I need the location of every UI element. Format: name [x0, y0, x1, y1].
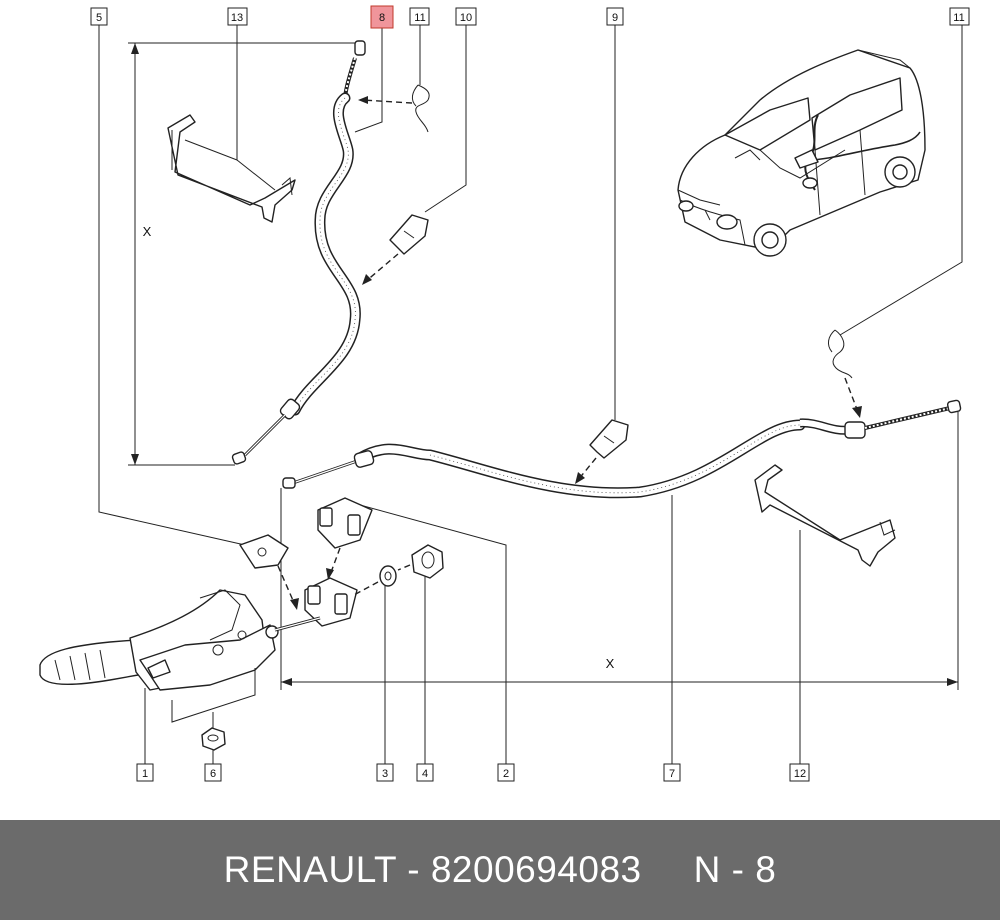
- bolt-part-6: [201, 712, 226, 751]
- callout-label-1[interactable]: 1: [136, 763, 154, 782]
- callout-label-10[interactable]: 10: [455, 7, 477, 26]
- dimension-vertical: [128, 42, 360, 466]
- dimension-vertical-label: X: [143, 224, 152, 239]
- clip-part-11-top: [358, 84, 430, 133]
- svg-text:4: 4: [422, 768, 428, 780]
- svg-text:11: 11: [953, 12, 964, 24]
- clip-part-9: [575, 419, 629, 484]
- callout-label-6[interactable]: 6: [204, 763, 222, 782]
- callout-label-7[interactable]: 7: [663, 763, 681, 782]
- svg-text:6: 6: [210, 768, 216, 780]
- svg-text:9: 9: [612, 12, 618, 24]
- bracket-part-12: [754, 464, 896, 567]
- callout-label-5[interactable]: 5: [90, 7, 108, 26]
- leader-lines: [98, 25, 963, 764]
- diagram-position: N - 8: [693, 849, 777, 890]
- vehicle-illustration: [677, 49, 926, 257]
- part-reference-footer: RENAULT - 8200694083 N - 8: [0, 820, 1000, 920]
- callout-label-2[interactable]: 2: [497, 763, 515, 782]
- bracket-part-13: [167, 114, 296, 223]
- front-cable-part-8: [231, 40, 366, 465]
- svg-text:12: 12: [794, 768, 806, 780]
- svg-text:1: 1: [142, 768, 148, 780]
- dimension-horizontal-label: X: [606, 656, 615, 671]
- callout-label-8-highlighted[interactable]: 8: [370, 5, 394, 29]
- svg-text:7: 7: [669, 768, 675, 780]
- callout-label-11-right[interactable]: 11: [949, 7, 970, 26]
- connector-part-2: [304, 497, 373, 627]
- dimension-horizontal: [280, 412, 959, 690]
- callout-label-9[interactable]: 9: [606, 7, 624, 26]
- washer-part-3: [351, 565, 397, 597]
- plate-part-5: [239, 534, 299, 610]
- callout-label-4[interactable]: 4: [416, 763, 434, 782]
- callout-label-12[interactable]: 12: [789, 763, 810, 782]
- svg-text:13: 13: [231, 12, 243, 24]
- clip-part-11-right: [827, 329, 862, 418]
- callout-label-13[interactable]: 13: [227, 7, 248, 26]
- svg-text:11: 11: [414, 12, 425, 24]
- nut-part-4: [397, 544, 444, 579]
- clip-part-10: [362, 214, 429, 285]
- svg-text:2: 2: [503, 768, 509, 780]
- callout-label-11-top[interactable]: 11: [409, 7, 430, 26]
- svg-text:10: 10: [460, 12, 472, 24]
- svg-text:8: 8: [379, 12, 385, 24]
- callout-label-3[interactable]: 3: [376, 763, 394, 782]
- svg-text:5: 5: [96, 12, 102, 24]
- handbrake-lever-part-1: [39, 589, 321, 723]
- svg-text:3: 3: [382, 768, 388, 780]
- rear-cable-part-7: [282, 399, 962, 499]
- parts-diagram: X X: [39, 5, 970, 782]
- brand-part-number: RENAULT - 8200694083: [223, 849, 642, 890]
